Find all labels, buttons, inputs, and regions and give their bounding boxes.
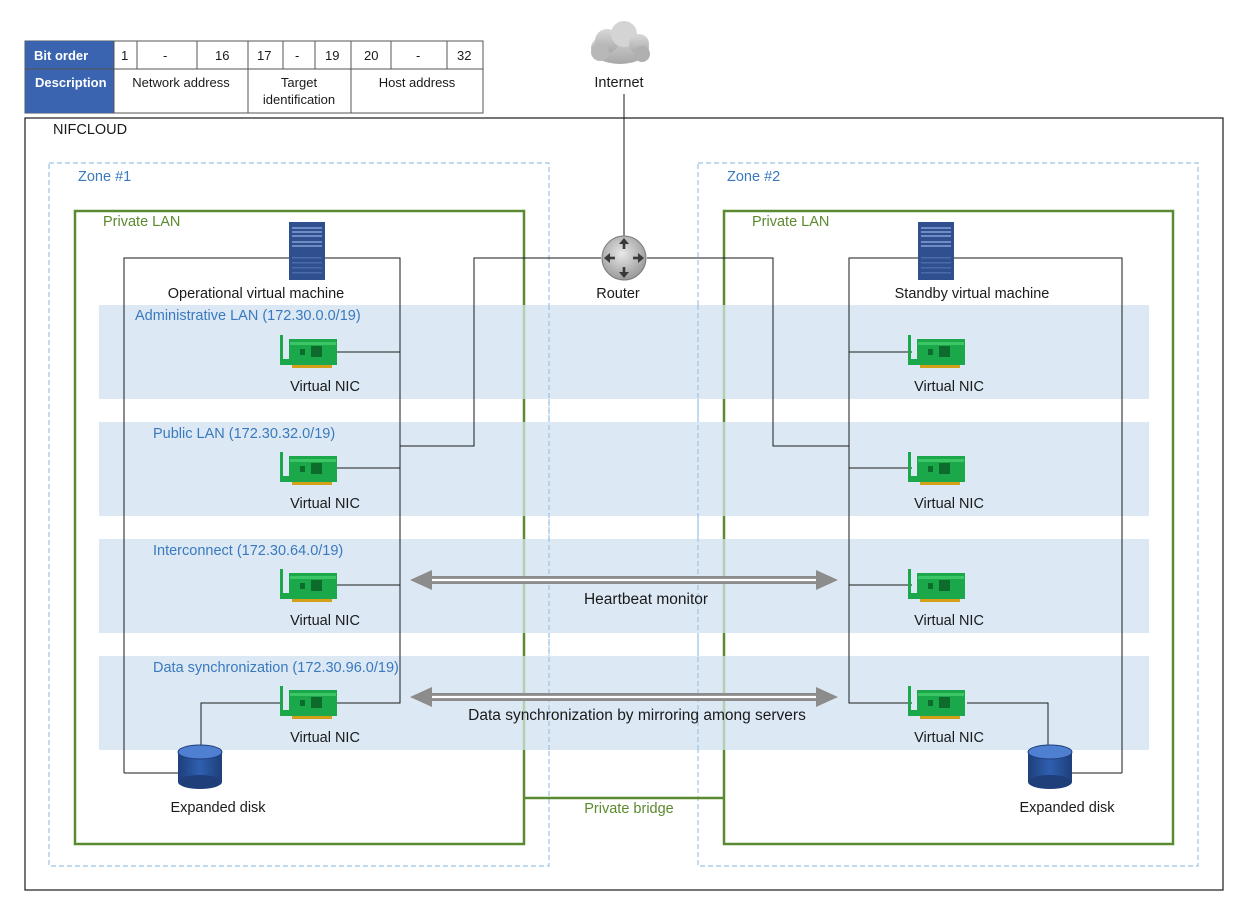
administrative-lan-band xyxy=(99,305,1149,399)
data-sync-arrow xyxy=(410,687,838,707)
standby-vm-label: Standby virtual machine xyxy=(895,286,1050,302)
disk-icon xyxy=(177,744,223,790)
zone-2-boundary xyxy=(697,162,1199,867)
table-description-header: Description xyxy=(35,75,107,90)
nic-label: Virtual NIC xyxy=(914,613,984,629)
expanded-disk-label: Expanded disk xyxy=(1019,800,1115,816)
internet-label: Internet xyxy=(594,75,643,91)
table-bit-order-header: Bit order xyxy=(34,48,88,63)
interconnect-lan-band xyxy=(99,539,1149,633)
nic-label: Virtual NIC xyxy=(290,730,360,746)
table-cell: 32 xyxy=(457,48,471,63)
nic-label: Virtual NIC xyxy=(914,730,984,746)
public-lan-band xyxy=(99,422,1149,516)
server-icon xyxy=(918,222,954,280)
nic-label: Virtual NIC xyxy=(290,613,360,629)
nic-label: Virtual NIC xyxy=(290,496,360,512)
table-cell: 17 xyxy=(257,48,271,63)
table-cell: 1 xyxy=(121,48,128,63)
router-label: Router xyxy=(596,286,640,302)
lan-label-interconnect: Interconnect (172.30.64.0/19) xyxy=(153,543,343,559)
zone-1-label: Zone #1 xyxy=(78,169,131,185)
table-header-cell xyxy=(25,41,114,69)
table-cell: 19 xyxy=(325,48,339,63)
table-cell: 16 xyxy=(215,48,229,63)
heartbeat-label: Heartbeat monitor xyxy=(584,591,708,608)
server-icon xyxy=(289,222,325,280)
lan-label-public: Public LAN (172.30.32.0/19) xyxy=(153,426,335,442)
nic-label: Virtual NIC xyxy=(914,379,984,395)
bit-order-table: Bit order 1 - 16 17 - 19 20 - 32 Descrip… xyxy=(24,40,484,114)
table-host-address: Host address xyxy=(379,75,456,90)
table-target-line1: Target xyxy=(281,75,318,90)
data-sync-label: Data synchronization by mirroring among … xyxy=(468,707,806,724)
cloud-icon xyxy=(591,21,650,64)
private-lan-zone-1 xyxy=(73,209,526,846)
disk-icon xyxy=(1027,744,1073,790)
expanded-disk-label: Expanded disk xyxy=(170,800,266,816)
lan-label-data-sync: Data synchronization (172.30.96.0/19) xyxy=(153,660,399,676)
private-bridge-label: Private bridge xyxy=(584,801,673,817)
private-lan-zone-2 xyxy=(722,209,1175,846)
nic-label: Virtual NIC xyxy=(290,379,360,395)
table-network-address: Network address xyxy=(132,75,230,90)
connection-lines xyxy=(123,257,1123,774)
private-lan-label-zone-1: Private LAN xyxy=(103,214,180,230)
private-lan-label-zone-2: Private LAN xyxy=(752,214,829,230)
zone-2-label: Zone #2 xyxy=(727,169,780,185)
operational-vm-label: Operational virtual machine xyxy=(168,286,345,302)
table-target-line2: identification xyxy=(263,92,335,107)
table-header-cell xyxy=(25,69,114,113)
nic-label: Virtual NIC xyxy=(914,496,984,512)
table-cell: - xyxy=(163,48,167,63)
table-cell: - xyxy=(416,48,420,63)
table-cell: - xyxy=(295,48,299,63)
router-icon xyxy=(601,235,647,281)
lan-label-administrative: Administrative LAN (172.30.0.0/19) xyxy=(135,308,361,324)
heartbeat-arrow xyxy=(410,570,838,590)
nifcloud-label: NIFCLOUD xyxy=(53,122,127,138)
table-cell: 20 xyxy=(364,48,378,63)
